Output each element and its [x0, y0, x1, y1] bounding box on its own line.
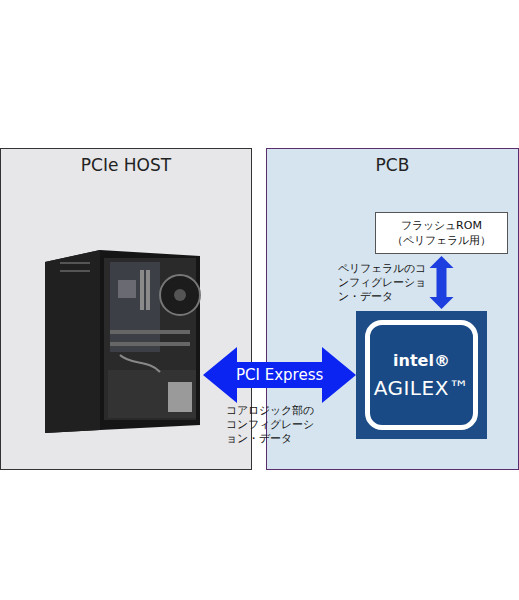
annotation: コアロジック部のコンフィグレーション・データ: [226, 404, 322, 446]
double-arrow: [203, 347, 356, 403]
fpga-chip: intel® AGILEX™: [356, 311, 487, 439]
cable: [120, 355, 160, 372]
box-title: PCIe HOST: [1, 155, 251, 175]
case-interior: [104, 258, 196, 420]
drive-bay: [60, 262, 90, 264]
node-text: フラッシュROM （ペリフェラル用）: [392, 218, 491, 248]
double-arrow: [430, 256, 454, 309]
chip-frame: intel® AGILEX™: [365, 320, 478, 430]
case-front: [45, 250, 100, 433]
memory: [140, 270, 144, 310]
motherboard: [110, 262, 160, 352]
host-box: PCIe HOST: [0, 148, 252, 470]
edge-label: ペリフェラルのコンフィグレーション・データ: [338, 262, 432, 304]
drive-bay: [60, 270, 90, 272]
cpu-cooler: [118, 280, 136, 298]
box-title: PCB: [267, 155, 518, 175]
product-name: AGILEX™: [374, 376, 470, 400]
case-body: [45, 250, 200, 433]
flash-rom-box: フラッシュROM （ペリフェラル用）: [375, 212, 508, 254]
memory: [146, 270, 150, 310]
protocol-label: PCI Express: [236, 366, 323, 384]
expansion-card: [110, 342, 190, 346]
fan-hub: [174, 289, 186, 301]
brand-logo: intel®: [393, 351, 450, 370]
power-supply: [168, 382, 192, 412]
case-fan: [160, 275, 200, 315]
expansion-card: [110, 330, 190, 334]
psu-shroud: [108, 370, 196, 418]
